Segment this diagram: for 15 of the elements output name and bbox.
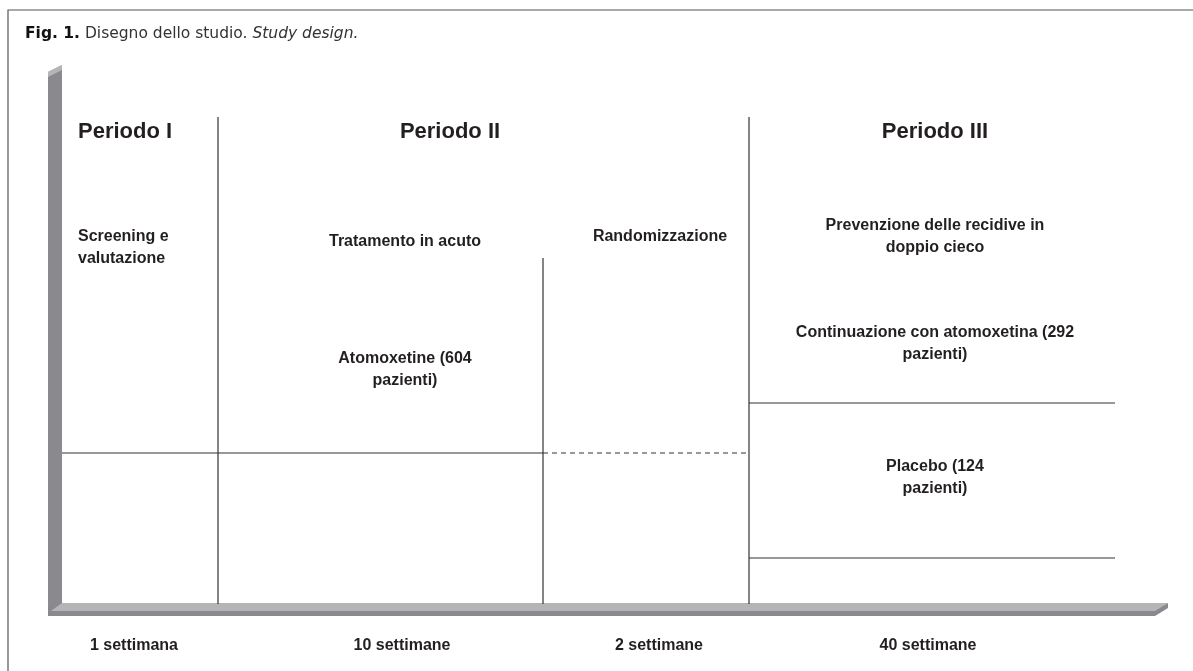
phase-label: Randomizzazione	[591, 226, 729, 246]
group-label: Atomoxetine (604 pazienti)	[337, 348, 473, 390]
duration-label: 1 settimana	[88, 635, 179, 655]
duration-label: 40 settimane	[878, 635, 978, 655]
phase-label: Prevenzione delle recidive in doppio cieco	[824, 215, 1046, 257]
period-heading: Periodo III	[880, 120, 990, 142]
duration-label: 10 settimane	[352, 635, 452, 655]
figure-caption: Fig. 1. Disegno dello studio. Study design.	[25, 24, 359, 42]
period-heading: Periodo II	[398, 120, 502, 142]
phase-label: Tratamento in acuto	[328, 231, 482, 251]
duration-label: 2 settimane	[613, 635, 704, 655]
group-label: Placebo (124 pazienti)	[885, 456, 985, 498]
phase-label: Screening e valutazione	[78, 226, 170, 268]
group-label: Continuazione con atomoxetina (292 pazienti)	[794, 322, 1076, 364]
period-heading: Periodo I	[78, 120, 174, 142]
